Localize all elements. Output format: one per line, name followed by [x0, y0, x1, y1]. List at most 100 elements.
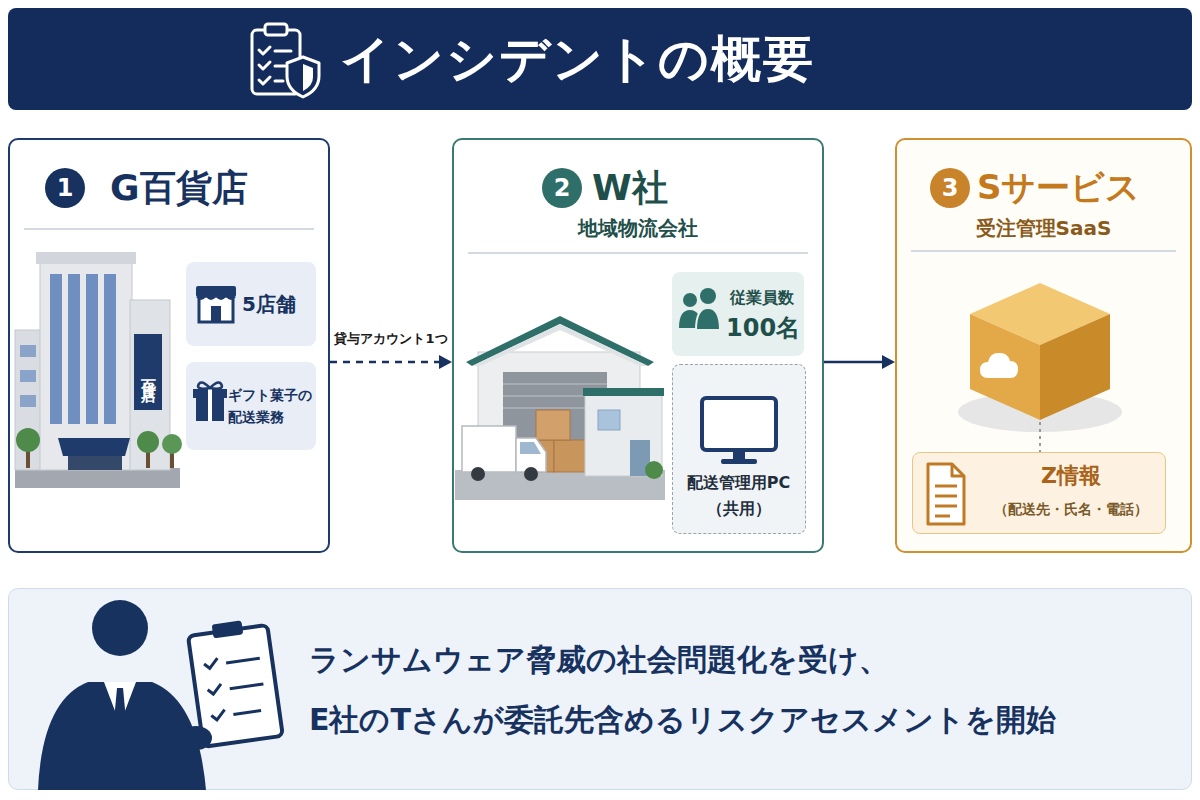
warehouse-illustration-part	[472, 324, 648, 366]
saas-cube-illustration-part	[970, 314, 1040, 420]
clipboard-shield-icon-part	[259, 47, 270, 54]
department-store-illustration-part	[20, 345, 36, 357]
people-icon-part	[683, 293, 697, 307]
warehouse-illustration-part	[554, 440, 588, 472]
warehouse-illustration-part	[471, 467, 485, 481]
assessor-illustration-part	[212, 620, 244, 638]
gift-icon-part	[193, 389, 227, 398]
info-value: 100名	[726, 312, 804, 344]
document-icon-part	[935, 515, 950, 518]
warehouse-illustration-part	[536, 410, 570, 440]
warehouse-illustration-part	[585, 394, 662, 476]
assessor-illustration-part	[114, 688, 126, 732]
department-store-illustration-part	[36, 252, 136, 264]
connector-line	[824, 361, 884, 364]
assessor-illustration-part	[180, 726, 212, 750]
edge-label: 貸与アカウント1つ	[334, 330, 447, 348]
info-text: 5店舗	[242, 289, 314, 319]
document-icon	[928, 464, 964, 524]
saas-cube-illustration-part	[958, 392, 1122, 432]
panel-divider	[24, 228, 314, 230]
people-icon	[679, 288, 720, 330]
department-store-illustration-part	[58, 438, 130, 456]
panel-divider	[468, 252, 808, 254]
shop-icon-part	[196, 286, 236, 297]
panel-subtitle: 受注管理SaaS	[897, 214, 1190, 242]
department-store-illustration-part	[68, 456, 122, 470]
device-box: 配送管理用PC （共用）	[672, 364, 806, 534]
document-icon-part	[952, 464, 964, 476]
saas-cube-illustration-part	[970, 283, 1110, 345]
organization-panel: 1G百貨店5店舗ギフト菓子の 配送業務	[8, 138, 330, 553]
clipboard-shield-icon-part	[259, 62, 270, 69]
summary-band: ランサムウェア脅威の社会問題化を受け、 E社のTさんが委託先含めるリスクアセスメ…	[8, 588, 1192, 790]
warehouse-illustration-part	[598, 410, 620, 430]
department-store-illustration-part	[50, 274, 62, 424]
clipboard-shield-icon-part	[275, 65, 285, 68]
info-label: 従業員数	[730, 286, 802, 310]
department-store-illustration-part	[15, 468, 180, 488]
shop-icon	[196, 286, 236, 322]
info-box: 従業員数100名	[672, 272, 804, 356]
callout-number: 2	[542, 168, 582, 208]
warehouse-illustration-part	[645, 461, 663, 479]
clipboard-shield-icon-part	[275, 80, 283, 83]
monitor-icon-part	[721, 459, 757, 464]
department-store-illustration-part	[15, 330, 43, 470]
arrow-head	[882, 355, 895, 369]
dashed-arrow	[330, 355, 452, 369]
department-store-illustration-part	[26, 440, 30, 468]
connector-line	[330, 361, 441, 364]
clipboard-shield-icon-part	[275, 50, 291, 53]
warehouse-illustration-part	[524, 467, 538, 481]
warehouse-illustration-part	[520, 442, 541, 454]
panel-heading: G百貨店	[110, 162, 320, 212]
organization-panel: 2W社地域物流会社従業員数100名配送管理用PC （共用）	[452, 138, 824, 553]
people-icon-part	[679, 310, 701, 328]
clipboard-shield-icon-part	[259, 77, 270, 84]
clipboard-shield-icon	[252, 24, 319, 97]
clipboard-shield-icon-part	[287, 57, 319, 97]
saas-cube-illustration-part	[980, 353, 1018, 378]
warehouse-illustration-part	[503, 383, 607, 385]
panel-heading: W社	[592, 162, 792, 212]
department-store-illustration-part	[86, 274, 98, 424]
warehouse-illustration	[455, 316, 665, 500]
panel-subtitle: 地域物流会社	[454, 214, 822, 242]
document-icon-part	[935, 495, 957, 498]
solid-arrow	[824, 355, 895, 369]
gift-icon	[193, 382, 227, 421]
organization-panel: 3Sサービス受注管理SaaSZ情報（配送先・氏名・電話）	[895, 138, 1192, 553]
title-banner: インシデントの概要	[8, 8, 1192, 110]
gift-icon-part	[198, 382, 222, 388]
monitor-icon-part	[733, 450, 745, 460]
department-store-illustration-part	[20, 395, 36, 407]
monitor-icon	[702, 398, 776, 464]
assessor-illustration-part	[92, 600, 148, 656]
department-store-illustration-part	[40, 262, 132, 470]
device-label: 配送管理用PC （共用）	[673, 467, 804, 525]
warehouse-illustration-part	[583, 388, 664, 396]
people-icon-part	[700, 288, 716, 304]
assessor-illustration-part	[38, 682, 206, 790]
clipboard-shield-icon-part	[303, 64, 313, 91]
data-box: Z情報（配送先・氏名・電話）	[912, 452, 1166, 534]
summary-text: ランサムウェア脅威の社会問題化を受け、 E社のTさんが委託先含めるリスクアセスメ…	[309, 629, 1179, 751]
shop-icon-part	[199, 296, 233, 322]
callout-number: 3	[930, 168, 970, 208]
data-detail: （配送先・氏名・電話）	[979, 497, 1163, 521]
department-store-illustration-part	[16, 428, 40, 452]
department-store-illustration-part	[137, 431, 159, 453]
assessor-illustration-part	[104, 682, 136, 724]
callout-number: 1	[45, 168, 85, 208]
gift-icon-part	[196, 397, 224, 421]
warehouse-illustration-part	[466, 316, 654, 366]
gift-icon-part	[208, 389, 212, 421]
saas-cube-illustration-part	[1039, 422, 1041, 452]
department-store-illustration-part	[146, 442, 150, 468]
department-store-illustration-part	[170, 444, 174, 468]
warehouse-illustration-part	[503, 395, 607, 397]
shop-icon-part	[211, 306, 221, 322]
saas-cube-illustration	[958, 283, 1122, 452]
warehouse-illustration-part	[503, 372, 607, 472]
